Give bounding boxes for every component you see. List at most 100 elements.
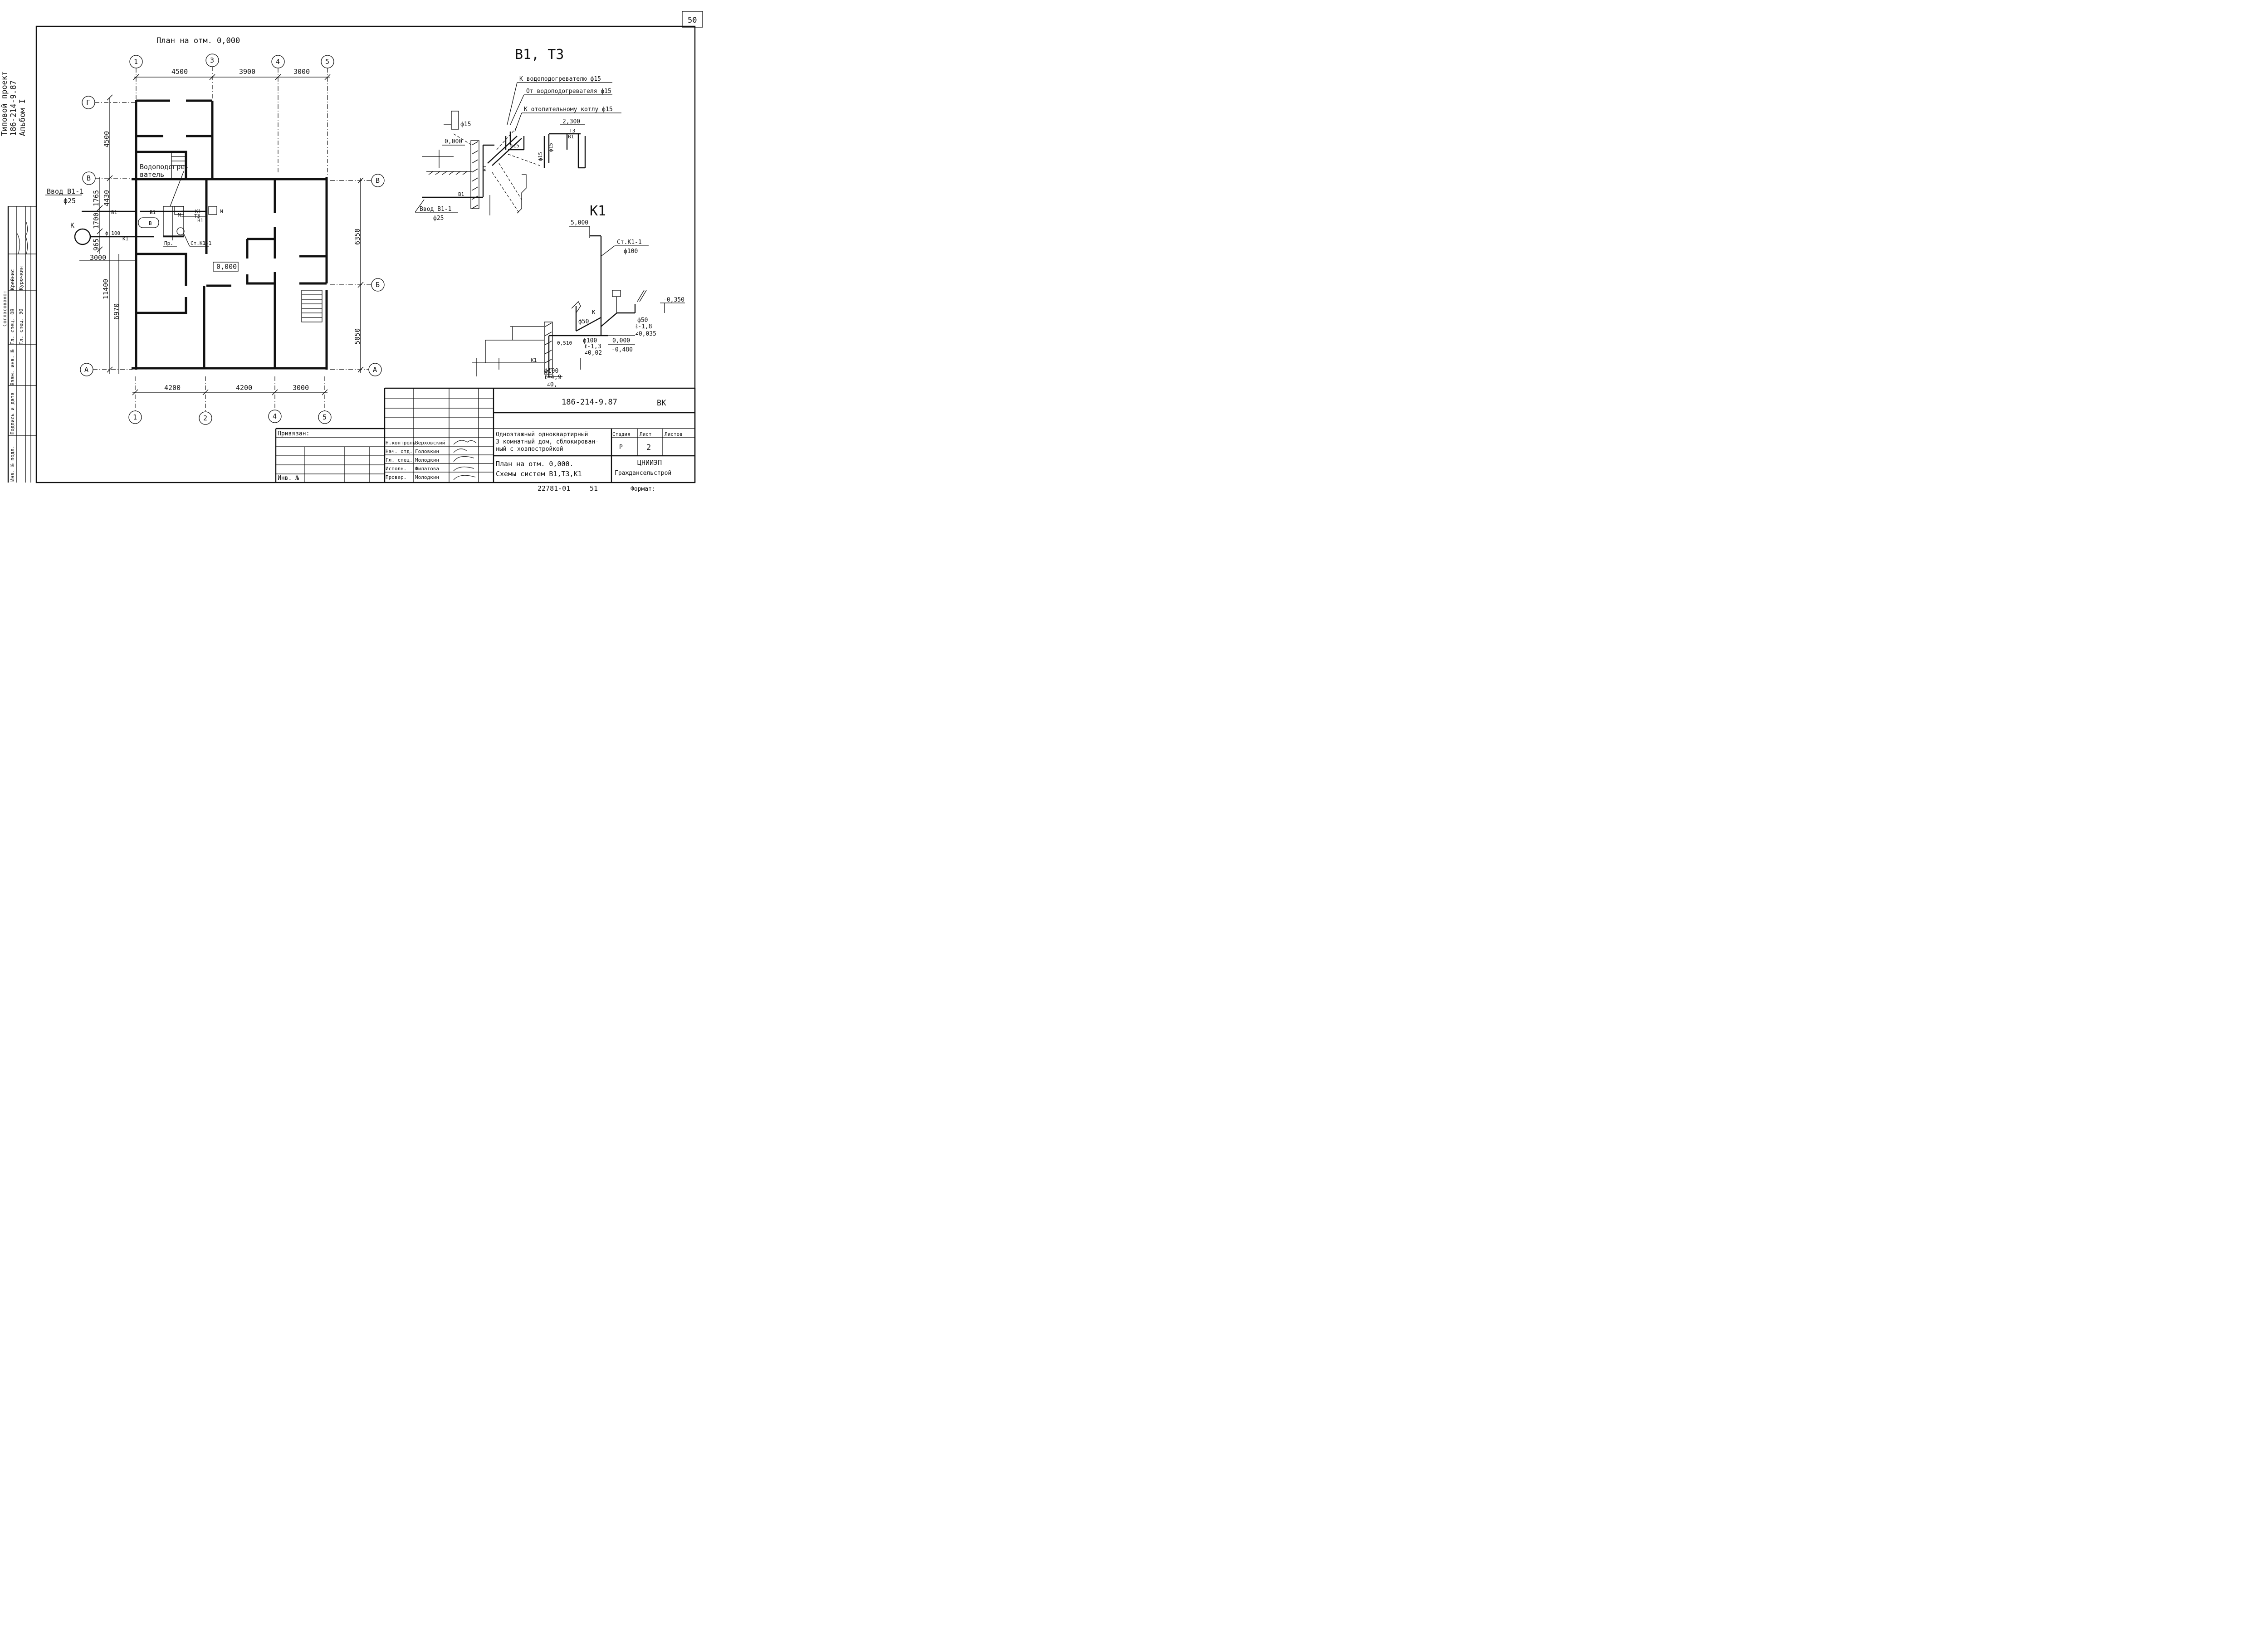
plan-dia100: ф 100	[105, 230, 120, 236]
axis-bottom-5: 5	[323, 413, 327, 421]
axis-right-B: Б	[376, 281, 380, 289]
tb-sheet-title-2: Схемы систем В1,Т3,К1	[496, 470, 582, 478]
dim-bottom-4200b: 4200	[236, 384, 252, 392]
k1-slope0: ∠0,	[547, 381, 557, 388]
tb-org-2: Граждансельстрой	[615, 470, 671, 477]
plan-riser: Ст.К1-1	[191, 240, 211, 246]
tb-desc-3: ный с хозпостройкой	[496, 446, 563, 453]
tb-desc-2: 3 комнатный дом, сблокирован-	[496, 439, 599, 445]
dim-bottom-3000: 3000	[293, 384, 309, 392]
tb-name-1: Верховский	[415, 440, 445, 446]
side-name-1: Крейнис	[10, 269, 15, 290]
k1-riser: Ст.К1-1	[617, 239, 642, 246]
side-stamp-line2: 186-214-9.87	[9, 80, 18, 136]
dim-left-965: 965	[92, 239, 100, 251]
axis-top-1: 1	[134, 58, 138, 66]
dim-left-4500: 4500	[103, 131, 111, 147]
plan-m-1: М	[178, 212, 181, 218]
b1t3-inlet: Ввод В1-1	[420, 206, 451, 213]
sheet-number: 50	[688, 16, 697, 25]
k1-k1-label: К1	[531, 357, 537, 363]
side-label-inv: Инв. № подл.	[10, 446, 15, 482]
tb-role-1: Н.контроль	[386, 440, 415, 446]
axis-bottom-4: 4	[273, 412, 277, 420]
side-stamp: Типовой проект 186-214-9.87 Альбом I	[0, 71, 27, 136]
inlet-dia: ф25	[64, 197, 76, 205]
dim-bottom-4200a: 4200	[164, 384, 181, 392]
k1-lvl-0510: 0,510	[557, 340, 572, 346]
tb-format: Формат:	[631, 486, 655, 493]
tb-name-4: Филатова	[415, 466, 439, 472]
side-role-2: Гл. спец. ЭО	[18, 309, 24, 345]
k1-out-dia: ф100	[544, 368, 558, 375]
sheet-frame	[35, 25, 696, 483]
k1-len18: ℓ-1,8	[635, 323, 652, 330]
axis-bottom-1: 1	[133, 413, 137, 421]
scheme-k1-pipes	[472, 235, 685, 377]
plan-axis-lines	[93, 67, 371, 412]
dim-top-4500: 4500	[171, 68, 188, 76]
dim-left-6970: 6970	[112, 303, 121, 320]
b1t3-b1-a: В1	[568, 134, 574, 140]
axis-left-A: А	[84, 366, 88, 374]
side-signature	[17, 222, 28, 254]
plan-pipe-t3: Т3	[194, 213, 200, 219]
tb-stage-header: Стадия	[612, 431, 631, 437]
plan-porch	[171, 151, 323, 322]
tb-role-5: Провер.	[386, 474, 406, 480]
tb-name-2: Головкин	[415, 449, 439, 454]
side-approval-table: Согласовано: Гл. спец. ОВ Крейнис Гл. сп…	[2, 206, 36, 483]
title-block	[275, 387, 696, 483]
tb-code: 186-214-9.87	[562, 398, 617, 407]
dim-top-3000: 3000	[293, 68, 310, 76]
tb-role-4: Исполн.	[386, 466, 406, 472]
k1-dia100: ф100	[583, 337, 597, 344]
side-stamp-line1: Типовой проект	[0, 71, 9, 136]
dim-left-11400: 11400	[102, 279, 110, 299]
inlet-label: Ввод В1-1	[47, 187, 83, 195]
tb-sheet-title-1: План на отм. 0,000.	[496, 460, 574, 468]
plan-dims-top: 4500 3900 3000	[133, 68, 331, 80]
dim-left-3000: 3000	[90, 254, 106, 262]
k1-len49: ℓ=4,9	[544, 374, 562, 381]
side-name-2: Курочкин	[18, 266, 24, 290]
axis-top-3: 3	[210, 56, 214, 64]
plan-v-label: В	[149, 220, 152, 226]
tb-sub-number: 51	[590, 484, 598, 493]
tb-sheet-header: Лист	[640, 431, 652, 437]
side-label-replace: Взам. инв. №	[10, 349, 15, 385]
k1-slope02: ∠0,02	[584, 350, 602, 356]
tb-sheets-header: Листов	[665, 431, 683, 437]
b1t3-b1-b: В1	[458, 191, 464, 197]
tb-sheet: 2	[646, 443, 651, 452]
dim-left-1765: 1765	[92, 190, 100, 206]
tb-name-3: Молодкин	[415, 457, 439, 463]
tb-number: 22781-01	[538, 484, 570, 493]
axis-bottom-2: 2	[203, 414, 207, 422]
plan-pipe-b1-b: В1	[150, 210, 156, 215]
side-table-header: Согласовано:	[2, 291, 8, 327]
sewer-well-circle	[74, 228, 91, 245]
k1-lvl-m0480: -0,480	[611, 346, 633, 353]
plan-m-2: М	[220, 209, 223, 215]
dim-top-3900: 3900	[239, 68, 255, 76]
dim-left-4430: 4430	[103, 190, 111, 206]
k1-lvl-m0350: -0,350	[663, 297, 684, 303]
k1-level-5000: 5,000	[571, 219, 588, 226]
k-label: К	[70, 221, 74, 229]
tb-desc-1: Одноэтажный одноквартирный	[496, 431, 588, 438]
sheet-number-box	[682, 11, 703, 28]
b1t3-dia15-c: ф15	[538, 152, 543, 161]
dim-right-6350: 6350	[353, 229, 362, 245]
plan-pipe-k1-b: К1	[195, 209, 201, 215]
tb-stage: Р	[619, 444, 623, 451]
plan-pipe-k1-a: К1	[122, 236, 128, 242]
side-label-sign: Подпись и дата	[10, 392, 15, 434]
k1-lvl-0000: 0,000	[612, 337, 630, 344]
axis-right-V: В	[376, 176, 380, 185]
k1-len13: ℓ-1,3	[584, 343, 601, 350]
b1t3-dia15-b: ф15	[510, 143, 519, 149]
b1t3-inlet-dia: ф25	[433, 215, 444, 222]
dim-right-5050: 5050	[353, 328, 362, 345]
bathroom-fixtures	[138, 206, 217, 240]
